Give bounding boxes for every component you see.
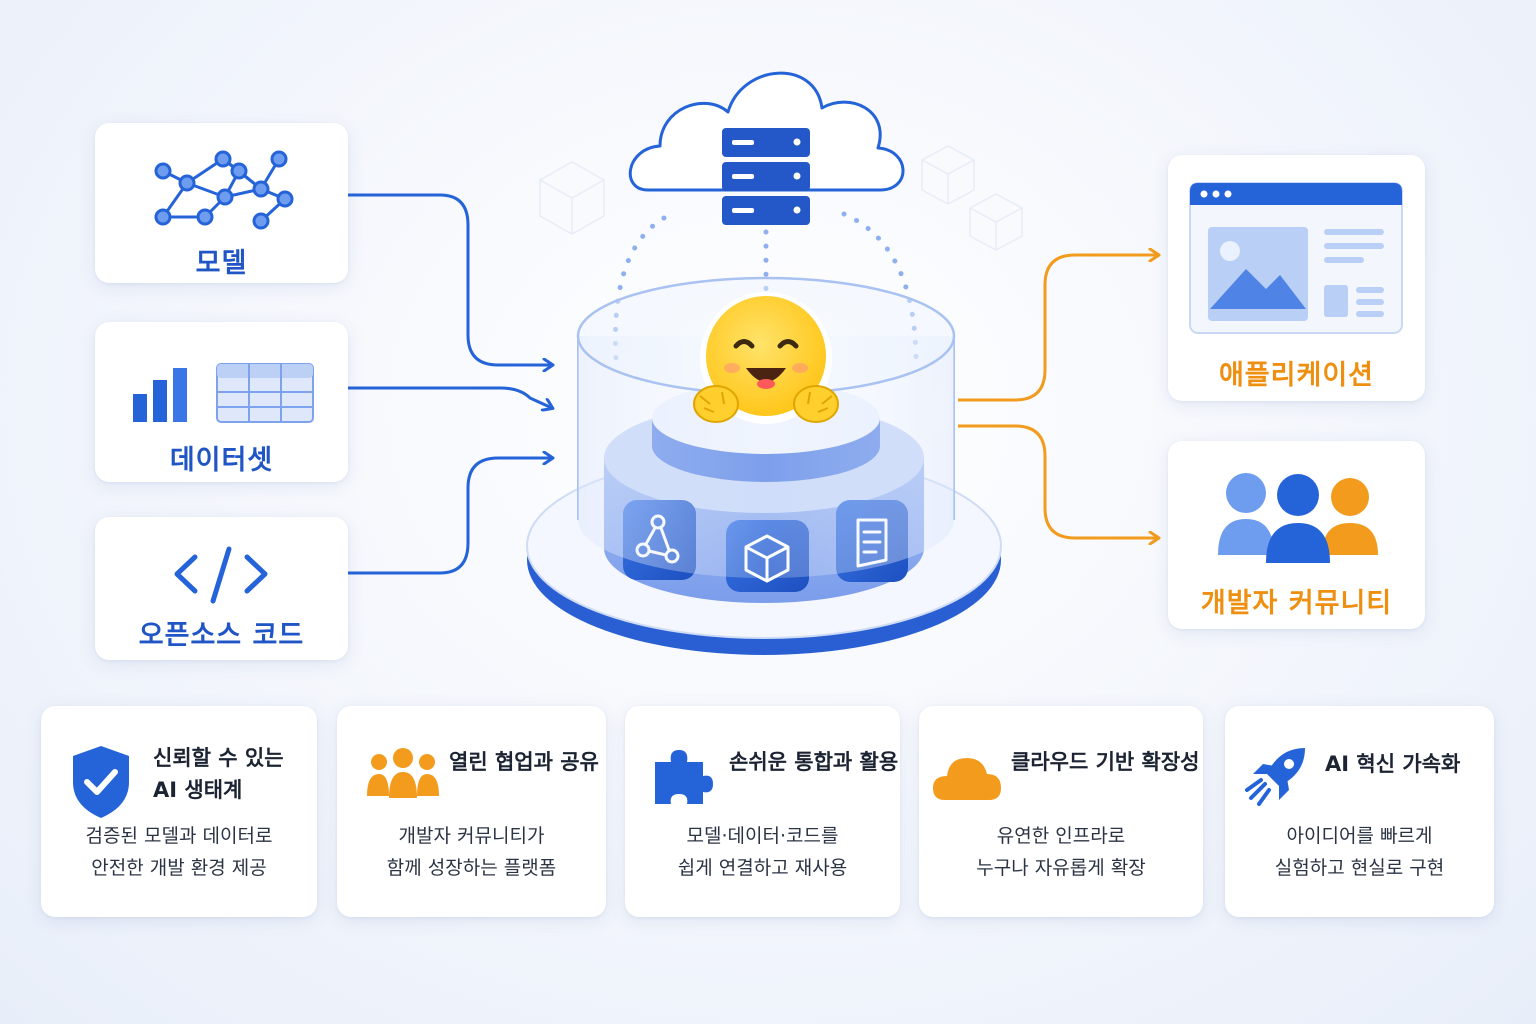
feature-card-innovation[interactable]: AI 혁신 가속화 아이디어를 빠르게 실험하고 현실로 구현 bbox=[1225, 706, 1494, 917]
rocket-icon bbox=[1245, 748, 1305, 806]
connector-hub-community bbox=[958, 424, 1158, 538]
hub-platform bbox=[526, 276, 1002, 655]
community-label: 개발자 커뮤니티 bbox=[1200, 588, 1393, 619]
decor-cube-icon bbox=[969, 193, 1023, 251]
decor-cube-icon bbox=[921, 145, 975, 205]
connector-dataset-hub bbox=[348, 386, 552, 408]
model-card[interactable]: 모델 bbox=[95, 123, 348, 283]
dataset-card[interactable]: 데이터셋 bbox=[95, 322, 348, 482]
feature-desc-line2: 함께 성장하는 플랫폼 bbox=[386, 857, 557, 879]
connector-hub-app bbox=[958, 255, 1158, 402]
feature-desc-line1: 검증된 모델과 데이터로 bbox=[85, 825, 273, 847]
app-window-icon bbox=[1189, 182, 1403, 334]
community-card[interactable]: 개발자 커뮤니티 bbox=[1168, 441, 1425, 629]
people-group-icon bbox=[367, 748, 439, 798]
feature-card-collab[interactable]: 열린 협업과 공유 개발자 커뮤니티가 함께 성장하는 플랫폼 bbox=[337, 706, 606, 917]
feature-title: 열린 협업과 공유 bbox=[449, 750, 599, 774]
feature-desc-line2: 안전한 개발 환경 제공 bbox=[91, 857, 267, 879]
feature-card-integration[interactable]: 손쉬운 통합과 활용 모델·데이터·코드를 쉽게 연결하고 재사용 bbox=[625, 706, 900, 917]
cloud-link-dotted bbox=[612, 215, 667, 363]
connector-code-hub bbox=[348, 458, 552, 575]
feature-title: 손쉬운 통합과 활용 bbox=[729, 750, 899, 774]
feature-desc-line1: 개발자 커뮤니티가 bbox=[398, 825, 545, 847]
feature-desc-line1: 유연한 인프라로 bbox=[996, 825, 1126, 847]
application-label: 애플리케이션 bbox=[1218, 360, 1375, 391]
code-brackets-icon bbox=[174, 546, 268, 604]
feature-desc-line2: 누구나 자유롭게 확장 bbox=[976, 857, 1146, 879]
feature-desc-line1: 모델·데이터·코드를 bbox=[686, 825, 839, 847]
feature-title-line2: AI 생태계 bbox=[153, 778, 243, 802]
decor-cube-icon bbox=[539, 161, 605, 235]
connector-model-hub bbox=[348, 193, 552, 365]
cloud-server-icon bbox=[628, 71, 905, 225]
model-label: 모델 bbox=[195, 248, 248, 279]
people-community-icon bbox=[1218, 473, 1378, 563]
code-label: 오픈소스 코드 bbox=[138, 620, 305, 651]
feature-title: 클라우드 기반 확장성 bbox=[1011, 750, 1200, 774]
feature-title: AI 혁신 가속화 bbox=[1325, 752, 1461, 776]
network-graph-icon bbox=[154, 150, 294, 230]
feature-desc-line2: 실험하고 현실로 구현 bbox=[1274, 857, 1445, 879]
shield-check-icon bbox=[73, 746, 129, 818]
application-card[interactable]: 애플리케이션 bbox=[1168, 155, 1425, 401]
feature-card-cloud[interactable]: 클라우드 기반 확장성 유연한 인프라로 누구나 자유롭게 확장 bbox=[919, 706, 1203, 917]
cloud-icon bbox=[933, 758, 1001, 800]
feature-card-trust[interactable]: 신뢰할 수 있는 AI 생태계 검증된 모델과 데이터로 안전한 개발 환경 제… bbox=[41, 706, 317, 917]
dataset-label: 데이터셋 bbox=[169, 445, 274, 476]
hugging-face-icon bbox=[693, 292, 839, 424]
dataset-chart-table-icon bbox=[133, 363, 314, 423]
feature-title: 신뢰할 수 있는 bbox=[153, 746, 284, 770]
code-card[interactable]: 오픈소스 코드 bbox=[95, 517, 348, 660]
feature-desc-line1: 아이디어를 빠르게 bbox=[1286, 825, 1433, 847]
feature-desc-line2: 쉽게 연결하고 재사용 bbox=[677, 857, 848, 879]
puzzle-icon bbox=[655, 750, 713, 804]
